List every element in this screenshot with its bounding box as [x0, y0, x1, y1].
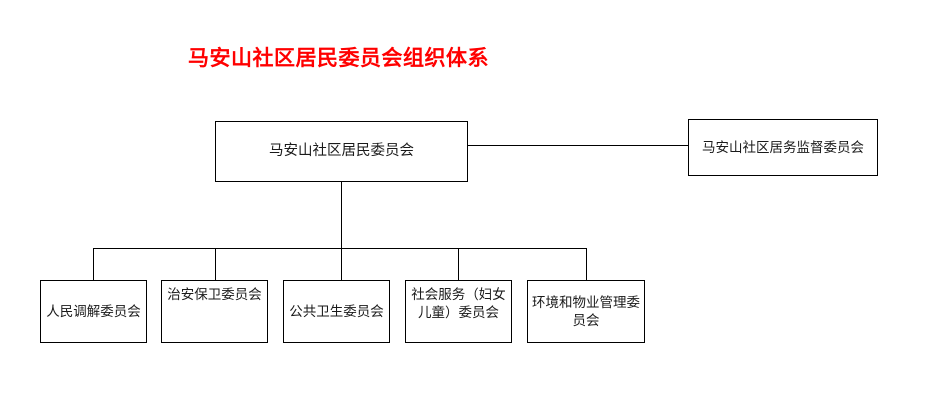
connector-drop-committee-3	[341, 248, 342, 280]
connector-drop-committee-5	[586, 248, 587, 280]
connector-root-stem	[341, 182, 342, 249]
node-committee-environment-property[interactable]: 环境和物业管理委员会	[527, 280, 645, 343]
node-committee-public-security-label: 治安保卫委员会	[167, 287, 262, 302]
node-committee-mediation-label: 人民调解委员会	[46, 303, 141, 319]
connector-drop-committee-2	[215, 248, 216, 280]
connector-drop-committee-4	[458, 248, 459, 280]
page-title: 马安山社区居民委员会组织体系	[188, 47, 489, 70]
connector-horizontal-bus	[93, 248, 587, 249]
node-root-label: 马安山社区居民委员会	[269, 142, 414, 159]
connector-root-to-supervision	[468, 145, 688, 146]
node-supervision-committee[interactable]: 马安山社区居务监督委员会	[688, 119, 878, 176]
node-supervision-label: 马安山社区居务监督委员会	[702, 139, 864, 155]
node-committee-social-service[interactable]: 社会服务（妇女儿童）委员会	[405, 280, 512, 343]
node-committee-environment-property-label: 环境和物业管理委员会	[532, 294, 640, 328]
node-committee-social-service-label: 社会服务（妇女儿童）委员会	[411, 287, 506, 320]
node-committee-public-health[interactable]: 公共卫生委员会	[283, 280, 390, 343]
node-committee-public-security[interactable]: 治安保卫委员会	[161, 280, 268, 343]
node-committee-mediation[interactable]: 人民调解委员会	[40, 280, 147, 343]
node-root-residents-committee[interactable]: 马安山社区居民委员会	[215, 121, 468, 182]
connector-drop-committee-1	[93, 248, 94, 280]
node-committee-public-health-label: 公共卫生委员会	[289, 303, 384, 319]
